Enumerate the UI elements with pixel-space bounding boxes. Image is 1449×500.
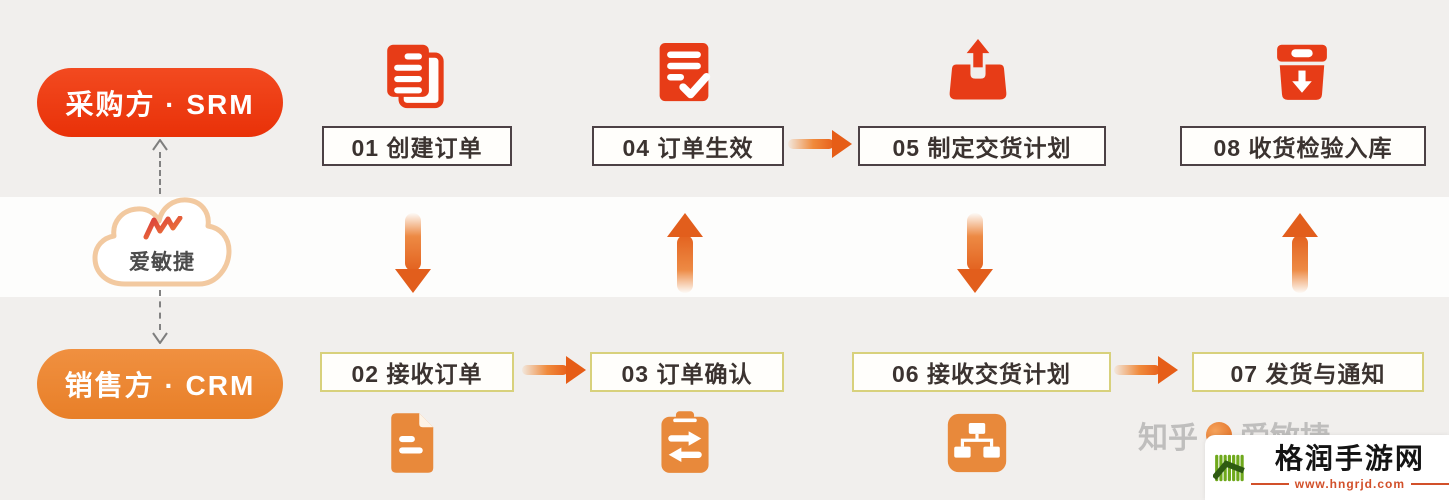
- step-box-02: 02 接收订单: [320, 352, 514, 392]
- doc-check-icon: [659, 43, 711, 102]
- step-box-01: 01 创建订单: [322, 126, 512, 166]
- site-url: www.hngrjd.com: [1294, 476, 1405, 491]
- integration-band: [0, 197, 1449, 297]
- buyer-pill: 采购方 · SRM: [37, 68, 283, 137]
- step-box-06: 06 接收交货计划: [852, 352, 1111, 392]
- seller-label: 销售方 · CRM: [64, 370, 256, 401]
- document-icon: [391, 413, 434, 473]
- site-logo-icon: [1213, 454, 1245, 481]
- step-label: 01 创建订单: [351, 135, 483, 161]
- step-box-03: 03 订单确认: [590, 352, 784, 392]
- arrow-right-icon: [788, 130, 852, 158]
- url-rule-left: [1250, 482, 1289, 485]
- watermark-source: 知乎: [1138, 422, 1198, 455]
- archive-down-icon: [1277, 44, 1327, 100]
- outbox-up-icon: [949, 39, 1007, 100]
- cloud-platform: 爱敏捷: [86, 194, 238, 294]
- zigzag-m-logo: [143, 216, 183, 240]
- step-box-04: 04 订单生效: [592, 126, 784, 166]
- buyer-label: 采购方 · SRM: [65, 88, 255, 120]
- step-box-05: 05 制定交货计划: [858, 126, 1106, 166]
- arrow-up-chevron-icon: [151, 139, 169, 151]
- doc-stack-icon: [387, 44, 444, 109]
- site-badge: 格润手游网 www.hngrjd.com: [1205, 435, 1449, 500]
- arrow-right-icon: [522, 356, 586, 384]
- arrow-right-icon: [1114, 356, 1178, 384]
- site-name: 格润手游网: [1274, 443, 1425, 475]
- site-url-row: www.hngrjd.com: [1250, 476, 1449, 491]
- step-label: 08 收货检验入库: [1213, 135, 1393, 161]
- dashed-connector-top: [159, 152, 161, 194]
- step-label: 05 制定交货计划: [892, 135, 1072, 161]
- clipboard-swap-icon: [661, 411, 709, 473]
- step-label: 06 接收交货计划: [892, 361, 1071, 387]
- arrow-up-icon: [667, 213, 703, 293]
- arrow-down-icon: [957, 213, 993, 293]
- step-label: 02 接收订单: [351, 361, 483, 387]
- cloud-icon: [92, 197, 232, 287]
- step-box-08: 08 收货检验入库: [1180, 126, 1426, 166]
- step-label: 04 订单生效: [622, 135, 754, 161]
- arrow-down-chevron-icon: [151, 332, 169, 344]
- arrow-down-icon: [395, 213, 431, 293]
- dashed-connector-bottom: [159, 290, 161, 330]
- url-rule-right: [1411, 482, 1449, 485]
- cloud-label: 爱敏捷: [129, 251, 195, 274]
- step-label: 07 发货与通知: [1230, 361, 1386, 387]
- arrow-up-icon: [1282, 213, 1318, 293]
- step-box-07: 07 发货与通知: [1192, 352, 1424, 392]
- sitemap-icon: [947, 413, 1007, 473]
- step-label: 03 订单确认: [621, 361, 753, 387]
- seller-pill: 销售方 · CRM: [37, 349, 283, 419]
